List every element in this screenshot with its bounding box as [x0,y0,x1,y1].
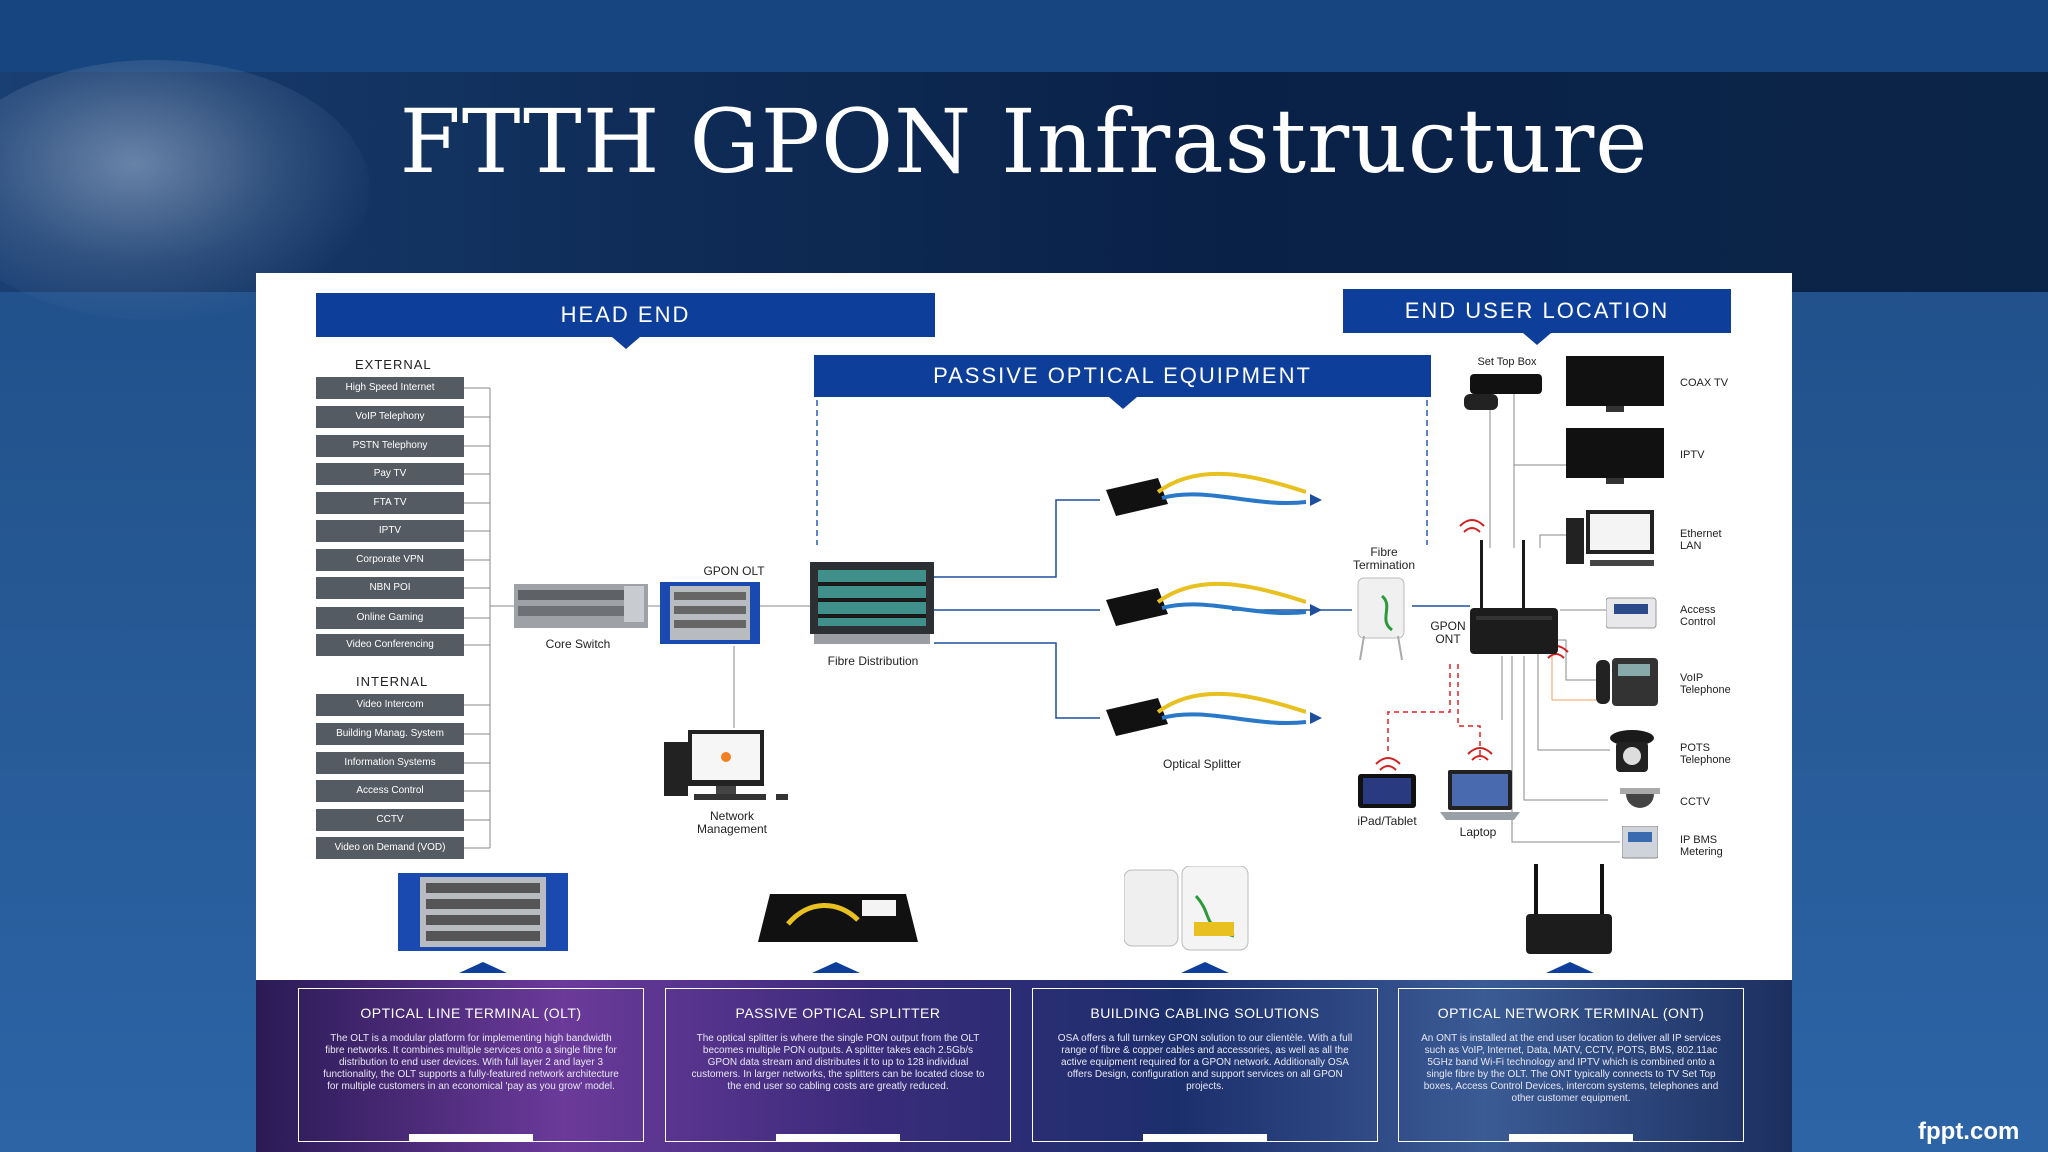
info-olt-body: The OLT is a modular platform for implem… [323,1033,619,1092]
fibre-termination-label: Fibre Termination [1352,545,1416,572]
core-switch-label: Core Switch [545,637,611,651]
iptv-image [1566,428,1664,484]
pointer-olt [459,962,507,973]
info-splitter-bar [776,1134,900,1141]
core-switch-image [514,584,648,628]
access-control-image [1606,597,1657,629]
coax-tv-label: COAX TV [1680,377,1729,389]
top-band [0,0,2048,72]
pots-telephone-label: POTS Telephone [1680,742,1731,766]
splitter-product-image [758,894,918,942]
ipad-tablet-label: iPad/Tablet [1357,814,1417,828]
service-internal-4: Access Control [316,780,464,802]
olt-product-image [398,873,568,951]
optical-splitter-2 [1106,581,1306,626]
laptop-label: Laptop [1459,825,1497,839]
gpon-olt-label: GPON OLT [703,564,765,578]
info-building-title: BUILDING CABLING SOLUTIONS [1090,1005,1320,1021]
fibre-termination-image [1357,577,1405,660]
info-building-body: OSA offers a full turnkey GPON solution … [1057,1033,1353,1092]
laptop-image [1440,770,1520,820]
ip-bms-metering-label: IP BMS Metering [1680,834,1723,858]
service-external-5: FTA TV [316,492,464,514]
pots-telephone-image [1610,730,1654,772]
network-management-image [664,730,788,800]
service-internal-1: Video Intercom [316,694,464,716]
optical-splitter-3 [1106,691,1306,736]
info-splitter-title: PASSIVE OPTICAL SPLITTER [735,1005,941,1021]
banner-passive-optical: PASSIVE OPTICAL EQUIPMENT [814,355,1431,409]
banner-end-user-label: END USER LOCATION [1404,298,1670,323]
ip-bms-metering-image [1622,826,1658,859]
iptv-label: IPTV [1680,449,1705,461]
service-internal-2: Building Manag. System [316,723,464,745]
service-internal-3: Information Systems [316,752,464,774]
info-ont-bar [1509,1134,1633,1141]
ethernet-lan-label: Ethernet LAN [1680,528,1722,552]
pointer-splitter [812,962,860,973]
voip-telephone-label: VoIP Telephone [1680,672,1731,696]
set-top-box-label: Set Top Box [1477,356,1537,368]
info-strip [256,980,1792,1152]
network-management-label: Network Management [696,809,768,836]
cctv-label: CCTV [1680,796,1710,808]
gpon-olt-image [660,582,760,644]
cctv-image [1620,788,1660,808]
external-label: EXTERNAL [355,357,432,372]
watermark: fppt.com [1918,1118,2020,1145]
pointer-ont [1546,962,1594,973]
info-box-building: BUILDING CABLING SOLUTIONS OSA offers a … [1032,988,1378,1142]
building-cabling-product-image [1124,866,1249,951]
banner-head-end-label: HEAD END [560,302,691,327]
internal-label: INTERNAL [356,674,429,689]
service-external-2: VoIP Telephony [316,406,464,428]
info-building-bar [1143,1134,1267,1141]
service-external-4: Pay TV [316,463,464,485]
info-olt-bar [409,1134,533,1141]
slide-title: FTTH GPON Infrastructure [399,90,1649,193]
service-external-1: High Speed Internet [316,377,464,399]
service-external-9: Online Gaming [316,607,464,629]
fibre-distribution-label: Fibre Distribution [827,654,919,668]
ethernet-lan-image [1566,510,1654,566]
voip-telephone-image [1596,658,1658,706]
service-external-3: PSTN Telephony [316,435,464,457]
ont-product-image [1526,864,1612,954]
set-top-box-image [1464,374,1542,410]
access-control-label: Access Control [1680,604,1716,628]
info-olt-title: OPTICAL LINE TERMINAL (OLT) [360,1005,582,1021]
optical-splitter-1 [1106,471,1306,516]
gpon-ont-label: GPON ONT [1430,619,1466,646]
fibre-distribution-image [810,562,934,644]
info-ont-title: OPTICAL NETWORK TERMINAL (ONT) [1437,1005,1705,1021]
service-external-7: Corporate VPN [316,549,464,571]
banner-head-end: HEAD END [316,293,935,349]
banner-passive-label: PASSIVE OPTICAL EQUIPMENT [933,363,1312,388]
service-internal-6: Video on Demand (VOD) [316,837,464,859]
pointer-building [1181,962,1229,973]
gpon-ont-image [1470,540,1558,654]
service-external-10: Video Conferencing [316,634,464,656]
info-ont-body: An ONT is installed at the end user loca… [1421,1033,1721,1104]
service-external-8: NBN POI [316,577,464,599]
service-external-6: IPTV [316,520,464,542]
info-box-olt: OPTICAL LINE TERMINAL (OLT) The OLT is a… [298,988,644,1142]
info-splitter-body: The optical splitter is where the single… [691,1033,985,1092]
ipad-tablet-image [1358,774,1416,808]
info-box-ont: OPTICAL NETWORK TERMINAL (ONT) An ONT is… [1398,988,1744,1142]
optical-splitter-label: Optical Splitter [1162,757,1242,771]
service-internal-5: CCTV [316,809,464,831]
info-box-splitter: PASSIVE OPTICAL SPLITTER The optical spl… [665,988,1011,1142]
coax-tv-image [1566,356,1664,412]
banner-end-user: END USER LOCATION [1343,289,1731,345]
